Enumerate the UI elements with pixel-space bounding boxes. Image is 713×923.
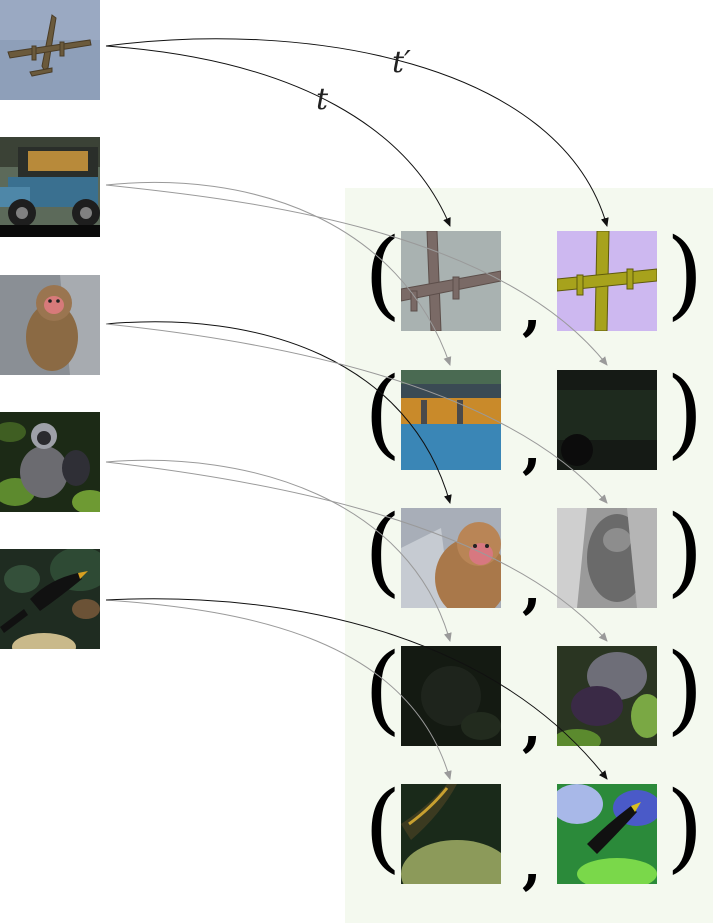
pair-5-comma: , [522, 831, 542, 897]
pair-3-close-paren: ) [666, 495, 704, 607]
pair-3-view-t-prime [557, 508, 657, 608]
source-myna-image [0, 549, 100, 649]
arrow-t-prime-row-1 [105, 38, 609, 227]
pair-4-comma: , [522, 693, 542, 759]
arrow-t-prime-row-2 [105, 184, 608, 366]
pair-2-view-t-prime [557, 370, 657, 470]
pair-3-view-t [401, 508, 501, 608]
arrow-t-prime-row-4 [105, 461, 608, 642]
pair-2-open-paren: ( [364, 357, 402, 469]
pair-4-view-t-prime [557, 646, 657, 746]
pair-1-close-paren: ) [666, 218, 704, 330]
pair-5-view-t [401, 784, 501, 884]
pair-1-view-t [401, 231, 501, 331]
pair-5-open-paren: ( [364, 771, 402, 883]
pair-4-open-paren: ( [364, 633, 402, 745]
pair-2-comma: , [522, 415, 542, 481]
pair-2-close-paren: ) [666, 357, 704, 469]
arrow-t-row-4 [105, 459, 452, 642]
pair-5-view-t-prime [557, 784, 657, 884]
arrow-t-row-3 [105, 321, 452, 504]
label-t: t [316, 82, 329, 117]
arrow-t-prime-row-3 [105, 323, 608, 504]
pair-3-comma: , [522, 555, 542, 621]
arrow-t-row-2 [105, 182, 452, 366]
arrow-t-prime-row-5 [105, 598, 608, 780]
pair-4-close-paren: ) [666, 633, 704, 745]
pair-4-view-t [401, 646, 501, 746]
source-macaque-image [0, 275, 100, 375]
pair-2-view-t [401, 370, 501, 470]
label-t-prime: t′ [392, 45, 411, 80]
source-airplane-image [0, 0, 100, 100]
pair-1-view-t-prime [557, 231, 657, 331]
arrow-t-row-1 [105, 45, 451, 227]
source-langur-image [0, 412, 100, 512]
source-car-image [0, 137, 100, 237]
arrow-t-row-5 [105, 599, 452, 780]
pair-5-close-paren: ) [666, 771, 704, 883]
